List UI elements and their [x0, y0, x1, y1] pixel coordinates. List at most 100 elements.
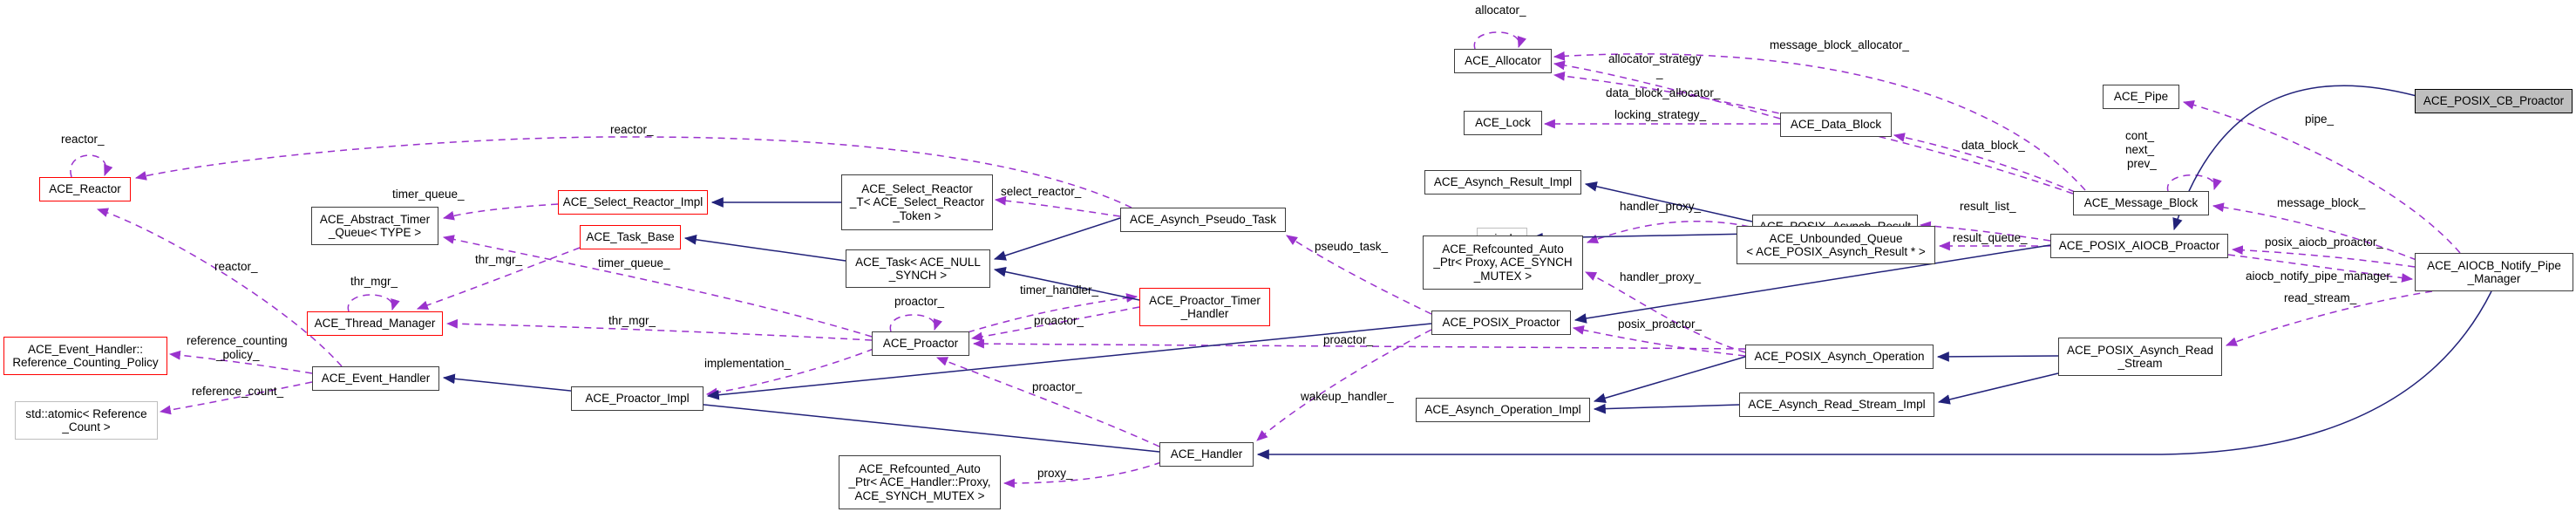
- edge-label-timer-handler-proactor: proactor_: [1034, 314, 1084, 327]
- edge-label-proactor-timer-queue: timer_queue_: [598, 256, 670, 270]
- class-node-label: ACE_Task< ACE_NULL: [855, 255, 981, 269]
- edge-posix-result-impl: [1584, 181, 1753, 222]
- class-node-task_base[interactable]: ACE_Task_Base: [580, 225, 681, 249]
- edge-allocator-self-loop: [1473, 31, 1527, 50]
- class-node-label: ACE_Asynch_Read_Stream_Impl: [1748, 398, 1926, 412]
- class-node-label: ACE_Asynch_Result_Impl: [1433, 175, 1573, 189]
- class-node-label: Reference_Counting_Policy: [12, 356, 159, 369]
- edge-label-reactor-self-loop: reactor_: [61, 133, 105, 146]
- class-node-label: _Ptr< Proxy, ACE_SYNCH: [1433, 256, 1573, 270]
- edge-read-stream-read-stream-impl: [1937, 372, 2059, 405]
- class-node-ref_policy[interactable]: ACE_Event_Handler::Reference_Counting_Po…: [3, 337, 167, 375]
- class-node-label: ACE_Unbounded_Queue: [1769, 231, 1903, 245]
- class-node-label: ACE_Event_Handler: [321, 372, 431, 386]
- edge-posix-operation-operation-impl: [1593, 356, 1746, 403]
- class-node-label: ACE_Event_Handler::: [27, 342, 144, 356]
- edge-handler-proxy: [1003, 461, 1162, 488]
- edge-reactor-self-loop: [70, 154, 113, 178]
- edge-notify-handler: [1256, 290, 2492, 460]
- class-node-posix_proactor[interactable]: ACE_POSIX_Proactor: [1431, 311, 1571, 335]
- class-node-label: _Ptr< ACE_Handler::Proxy,: [848, 475, 991, 489]
- class-node-aiocb_proactor[interactable]: ACE_POSIX_AIOCB_Proactor: [2050, 234, 2228, 258]
- class-node-lock[interactable]: ACE_Lock: [1464, 111, 1542, 135]
- class-node-label: _T< ACE_Select_Reactor: [849, 195, 985, 209]
- edge-label-event-handler-reactor: reactor_: [214, 260, 258, 273]
- edge-posix-proactor-proactor-impl: [706, 323, 1432, 400]
- edge-message-block-self-loop: [2167, 174, 2222, 192]
- edge-proactor-implementation: [705, 348, 874, 398]
- class-node-label: ACE_POSIX_CB_Proactor: [2423, 94, 2565, 108]
- edge-label-notify-pipe: pipe_: [2305, 113, 2335, 126]
- class-node-label: ACE_Reactor: [49, 182, 121, 196]
- class-node-pseudo_task[interactable]: ACE_Asynch_Pseudo_Task: [1120, 208, 1286, 232]
- class-node-task[interactable]: ACE_Task< ACE_NULL_SYNCH >: [846, 249, 990, 288]
- edge-label-asynch-operation-proactor: proactor_: [1323, 333, 1374, 346]
- edge-label-event-handler-ref-count: reference_count_: [192, 385, 284, 398]
- class-node-proactor_impl[interactable]: ACE_Proactor_Impl: [571, 386, 703, 411]
- edge-notify-read-stream: [2225, 290, 2433, 346]
- class-node-select_reactor_impl[interactable]: ACE_Select_Reactor_Impl: [558, 190, 708, 215]
- edge-proactor-self-loop: [889, 314, 943, 332]
- class-node-atomic: std::atomic< Reference_Count >: [15, 401, 158, 440]
- class-node-data_block[interactable]: ACE_Data_Block: [1780, 113, 1892, 137]
- class-node-event_handler[interactable]: ACE_Event_Handler: [312, 366, 439, 391]
- class-node-read_stream[interactable]: ACE_POSIX_Asynch_Read_Stream: [2058, 338, 2222, 376]
- class-node-unbounded_queue[interactable]: ACE_Unbounded_Queue< ACE_POSIX_Asynch_Re…: [1737, 226, 1935, 264]
- class-node-asynch_result_impl[interactable]: ACE_Asynch_Result_Impl: [1424, 170, 1581, 195]
- class-node-label: ACE_Refcounted_Auto: [1442, 242, 1564, 256]
- edge-label-proactor-thr-mgr: thr_mgr_: [608, 314, 656, 327]
- edge-select-reactor-impl-timer-queue: [442, 203, 559, 221]
- class-node-allocator[interactable]: ACE_Allocator: [1454, 49, 1552, 73]
- edge-read-stream-posix-operation: [1936, 352, 2059, 362]
- class-node-label: ACE_Select_Reactor: [861, 181, 973, 195]
- class-node-label: ACE_Handler: [1170, 447, 1243, 461]
- class-node-label: ACE_Lock: [1475, 116, 1531, 130]
- class-node-asynch_read_stream_impl[interactable]: ACE_Asynch_Read_Stream_Impl: [1739, 393, 1934, 417]
- class-node-label: ACE_Allocator: [1465, 54, 1541, 68]
- edge-label-message-block-self-loop: cont_: [2125, 129, 2155, 142]
- class-node-posix_asynch_operation[interactable]: ACE_POSIX_Asynch_Operation: [1745, 345, 1934, 369]
- edge-cb-proactor-aiocb-proactor: [2172, 85, 2417, 231]
- edge-aiocb-proactor-notify: [2227, 254, 2414, 283]
- class-node-abstract_timer_queue[interactable]: ACE_Abstract_Timer_Queue< TYPE >: [311, 207, 438, 245]
- edge-notify-message-block: [2212, 202, 2417, 261]
- class-node-label: ACE_Task_Base: [586, 230, 675, 244]
- class-node-label: ACE_POSIX_AIOCB_Proactor: [2058, 239, 2220, 253]
- edge-pseudo-task-task: [993, 217, 1121, 261]
- class-node-message_block[interactable]: ACE_Message_Block: [2073, 191, 2209, 215]
- edge-handler-event-handler: [442, 373, 1160, 453]
- class-node-refcounted_handler_proxy[interactable]: ACE_Refcounted_Auto_Ptr< ACE_Handler::Pr…: [839, 455, 1001, 509]
- class-node-reactor[interactable]: ACE_Reactor: [39, 177, 131, 201]
- class-node-pipe[interactable]: ACE_Pipe: [2103, 85, 2179, 109]
- class-node-select_reactor_t[interactable]: ACE_Select_Reactor_T< ACE_Select_Reactor…: [841, 174, 993, 230]
- edge-aiocb-proactor-posix-proactor: [1573, 244, 2051, 324]
- edge-label-event-handler-ref-policy: reference_counting: [187, 334, 288, 347]
- edge-event-handler-ref-policy: [168, 350, 313, 374]
- class-node-notify_pipe_manager[interactable]: ACE_AIOCB_Notify_Pipe_Manager: [2415, 253, 2573, 291]
- class-node-label: _Manager: [2467, 272, 2521, 285]
- class-node-proactor[interactable]: ACE_Proactor: [872, 331, 969, 356]
- edge-thr-mgr-self-loop: [347, 294, 400, 312]
- edge-label-notify-message-block: message_block_: [2277, 196, 2366, 209]
- edge-posix-proactor-pseudo-task: [1286, 235, 1432, 315]
- edge-message-block-data-block: [1893, 133, 2076, 193]
- edge-data-block-allocator-strategy: [1553, 60, 1781, 119]
- edge-timer-handler-proactor: [970, 306, 1140, 342]
- class-node-label: ACE_Abstract_Timer: [319, 212, 431, 226]
- class-node-label: ACE_Proactor_Impl: [585, 392, 690, 406]
- class-node-handler[interactable]: ACE_Handler: [1159, 442, 1254, 467]
- edge-notify-posix-aiocb-proactor: [2231, 245, 2416, 268]
- class-node-label: ACE_Proactor_Timer: [1149, 293, 1261, 307]
- edge-task-task-base: [683, 235, 846, 262]
- class-node-label: _SYNCH >: [888, 269, 948, 282]
- class-node-timer_handler[interactable]: ACE_Proactor_Timer_Handler: [1139, 288, 1270, 326]
- class-node-label: ACE_Select_Reactor_Impl: [562, 195, 703, 209]
- class-node-refcounted_proxy[interactable]: ACE_Refcounted_Auto_Ptr< Proxy, ACE_SYNC…: [1423, 236, 1583, 290]
- edge-message-block-message-block-allocator: [1553, 51, 2086, 191]
- class-node-thread_manager[interactable]: ACE_Thread_Manager: [307, 311, 443, 336]
- class-node-asynch_operation_impl[interactable]: ACE_Asynch_Operation_Impl: [1416, 398, 1590, 422]
- edge-label-event-handler-ref-policy: _policy_: [216, 348, 260, 361]
- edge-label-message-block-self-loop: prev_: [2127, 157, 2157, 170]
- class-node-label: _Handler: [1180, 307, 1229, 320]
